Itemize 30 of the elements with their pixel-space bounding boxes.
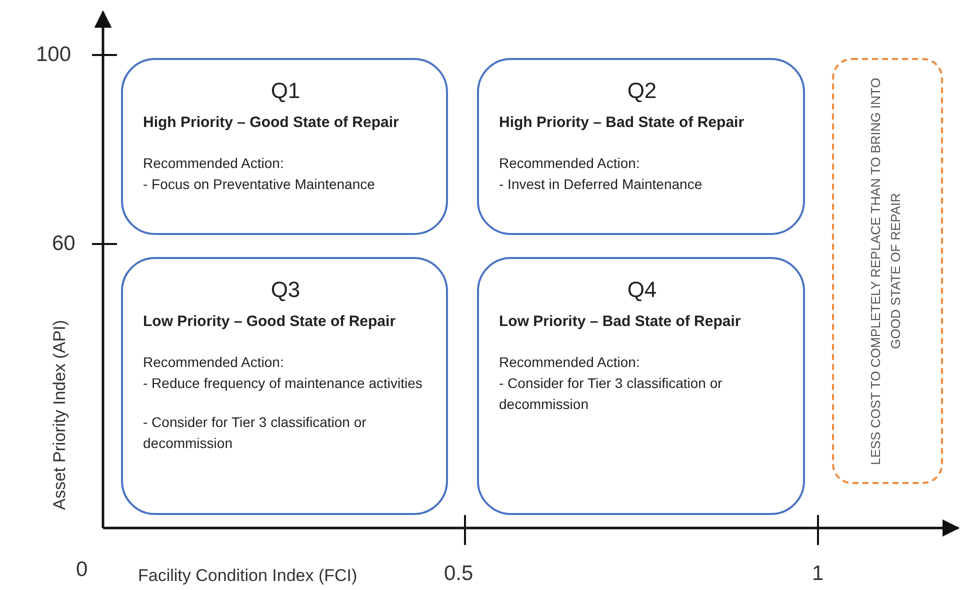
axis-title: Facility Condition Index (FCI) (138, 566, 358, 586)
quadrant-heading: High Priority – Good State of Repair (143, 114, 400, 131)
quadrant-heading: Low Priority – Bad State of Repair (499, 313, 742, 330)
tick-label: 100 (36, 43, 72, 67)
quadrant-box (477, 257, 805, 515)
tick-label: 0 (76, 558, 88, 582)
note-box (832, 58, 943, 484)
quadrant-title: Q2 (626, 78, 658, 104)
quadrant-title: Q1 (270, 78, 302, 104)
action-heading: Recommended Action: (499, 353, 641, 372)
quadrant-box (121, 58, 448, 235)
action-heading: Recommended Action: (499, 154, 641, 173)
quadrant-box (477, 58, 805, 235)
quadrant-title: Q3 (270, 277, 302, 303)
action-heading: Recommended Action: (143, 154, 285, 173)
quadrant-box (121, 257, 448, 515)
quadrant-heading: High Priority – Bad State of Repair (499, 114, 746, 131)
note-text: LESS COST TO COMPLETELY REPLACE THAN TO BRING INTO GOOD STATE OF REPAIR (866, 76, 904, 467)
action-item: - Reduce frequency of maintenance activities (143, 374, 424, 393)
quadrant-heading: Low Priority – Good State of Repair (143, 313, 397, 330)
action-item: - Focus on Preventative Maintenance (143, 175, 376, 194)
quadrant-title: Q4 (626, 277, 658, 303)
axis-title: Asset Priority Index (API) (50, 320, 70, 510)
action-item: - Consider for Tier 3 classification or decommission (499, 374, 724, 414)
action-heading: Recommended Action: (143, 353, 285, 372)
tick-label: 1 (812, 562, 824, 586)
tick-label: 0.5 (444, 562, 474, 586)
action-item: - Invest in Deferred Maintenance (499, 175, 704, 194)
action-item: - Consider for Tier 3 classification or decommission (143, 413, 368, 453)
tick-label: 60 (52, 232, 76, 256)
